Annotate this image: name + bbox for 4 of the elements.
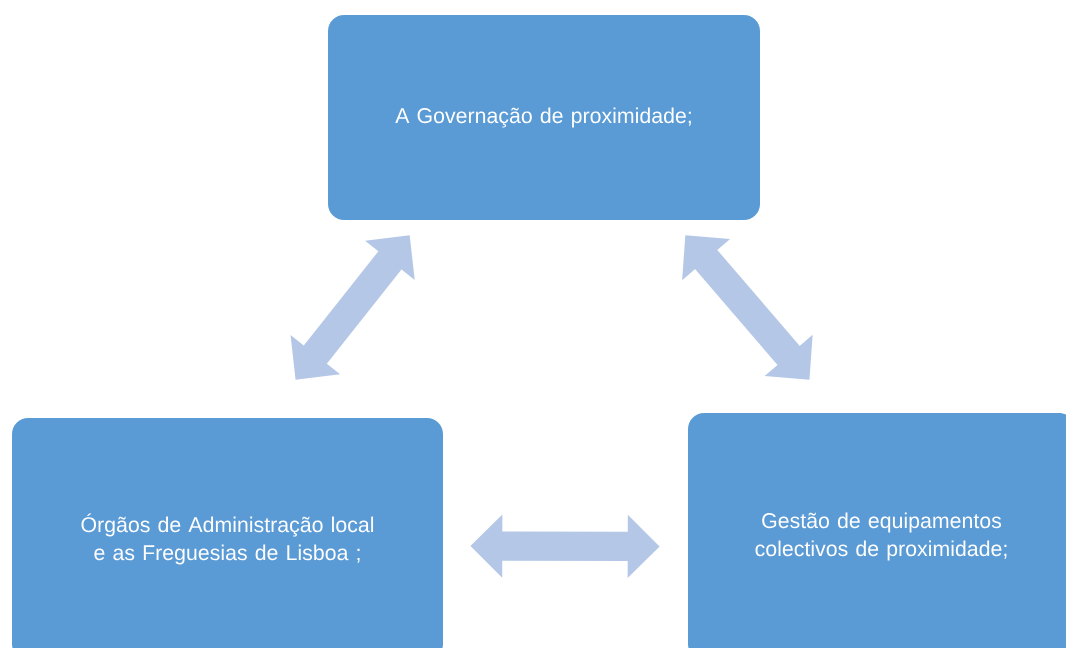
double-arrow (682, 235, 813, 380)
process-box: Órgãos de Administração local e as Freguesias de Lisboa ; (12, 418, 443, 648)
process-box: Gestão de equipamentos colectivos de proximidade; (688, 413, 1066, 648)
process-box: A Governação de proximidade; (328, 15, 760, 220)
